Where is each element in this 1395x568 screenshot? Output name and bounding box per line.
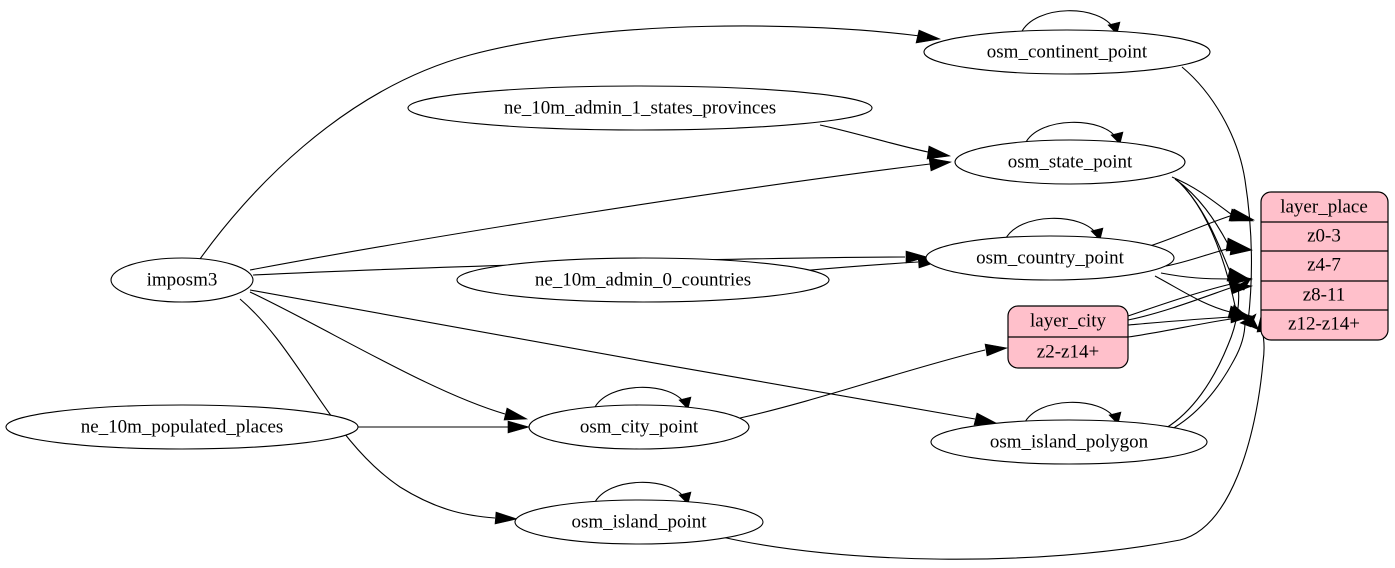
arrowhead-selfloop-state <box>1110 131 1124 145</box>
arrowhead-imposm3-state <box>928 157 953 172</box>
node-osm-island-point-shape[interactable] <box>514 499 764 545</box>
selfloop-osm-island-polygon <box>1023 401 1116 425</box>
arrowhead-country-z8 <box>1229 272 1254 286</box>
layer-place-row-z4-7[interactable]: z4-7 <box>1307 254 1341 275</box>
selfloop-osm-continent-point <box>1020 10 1115 34</box>
layer-place-title: layer_place <box>1280 196 1368 217</box>
edge-layer-city-to-layer-place-z8 <box>1127 287 1231 321</box>
edge-layer-city-title-to-layer-place-z12b <box>1127 318 1232 338</box>
node-osm-continent-point[interactable]: osm_continent_point <box>923 29 1211 75</box>
node-layer: imposm3 ne_10m_admin_1_states_provinces … <box>5 29 1389 545</box>
arrowhead-selfloop-island-point <box>678 491 692 505</box>
layer-place-row-z12-z14[interactable]: z12-z14+ <box>1288 313 1360 334</box>
node-osm-island-polygon-label: osm_island_polygon <box>990 431 1149 452</box>
arrowhead-imposm3-city <box>503 407 529 421</box>
edge-imposm3-to-osm-state-point <box>249 163 931 271</box>
node-osm-state-point-label: osm_state_point <box>1008 151 1133 172</box>
node-imposm3-label: imposm3 <box>147 269 218 290</box>
node-osm-island-polygon[interactable]: osm_island_polygon <box>930 419 1208 465</box>
edge-osm-country-to-layer-place-z0 <box>1149 214 1234 247</box>
node-ne-states-shape[interactable] <box>407 85 873 131</box>
node-ne-10m-populated-places[interactable]: ne_10m_populated_places <box>5 404 359 450</box>
selfloop-osm-city-point <box>593 386 686 410</box>
arrowhead-selfloop-country <box>1090 227 1104 241</box>
node-osm-country-point[interactable]: osm_country_point <box>925 235 1175 281</box>
node-osm-continent-point-label: osm_continent_point <box>987 41 1148 62</box>
node-osm-continent-point-shape[interactable] <box>923 29 1211 75</box>
node-osm-state-point[interactable]: osm_state_point <box>954 139 1186 185</box>
node-osm-country-point-label: osm_country_point <box>976 247 1124 268</box>
arrowhead-nepopulated-city <box>507 420 531 434</box>
selfloop-osm-island-point <box>593 481 686 505</box>
layer-place-row-z0-3[interactable]: z0-3 <box>1307 225 1341 246</box>
selfloop-osm-state-point <box>1024 121 1118 145</box>
edge-ne-states-to-osm-state-point <box>819 124 929 153</box>
node-osm-city-point-shape[interactable] <box>528 404 750 450</box>
edge-imposm3-to-osm-island-point <box>239 298 496 519</box>
node-osm-city-point-label: osm_city_point <box>580 416 699 437</box>
edge-osm-city-to-layer-city <box>739 349 986 419</box>
edge-osm-state-to-layer-place-z12 <box>1178 181 1237 311</box>
edge-imposm3-to-osm-continent-point <box>199 25 921 260</box>
node-layer-city[interactable]: layer_city z2-z14+ <box>1007 305 1129 369</box>
edge-osm-country-to-layer-place-z12 <box>1154 275 1231 313</box>
arrowhead-islandpoly-z12 <box>1239 313 1257 328</box>
arrowhead-imposm3-island-point <box>494 511 519 525</box>
layer-place-row-z8-11[interactable]: z8-11 <box>1303 284 1346 305</box>
arrowhead-country-z0 <box>1230 208 1256 222</box>
selfloop-osm-country-point <box>1004 217 1098 241</box>
node-ne-populated-label: ne_10m_populated_places <box>81 416 284 437</box>
arrowhead-country-z4 <box>1229 241 1254 256</box>
layer-city-row-z2-z14[interactable]: z2-z14+ <box>1037 341 1099 362</box>
node-ne-10m-admin-1-states-provinces[interactable]: ne_10m_admin_1_states_provinces <box>407 85 873 131</box>
node-osm-island-point-label: osm_island_point <box>571 511 707 532</box>
node-ne-populated-shape[interactable] <box>5 404 359 450</box>
edge-ne-countries-to-osm-country-point <box>799 261 919 272</box>
node-osm-state-point-shape[interactable] <box>954 139 1186 185</box>
node-osm-country-point-shape[interactable] <box>925 235 1175 281</box>
edge-layer <box>199 10 1268 560</box>
node-ne-countries-label: ne_10m_admin_0_countries <box>535 269 751 290</box>
arrowhead-imposm3-country <box>905 250 929 264</box>
arrowhead-imposm3-continent <box>915 29 942 44</box>
arrowhead-selfloop-city <box>678 396 692 410</box>
edge-osm-state-to-layer-place-z0 <box>1171 176 1233 216</box>
node-imposm3[interactable]: imposm3 <box>110 257 254 303</box>
edge-osm-island-point-to-layer-place-z12 <box>721 329 1265 560</box>
node-osm-island-polygon-shape[interactable] <box>930 419 1208 465</box>
node-osm-island-point[interactable]: osm_island_point <box>514 499 764 545</box>
node-layer-place[interactable]: layer_place z0-3 z4-7 z8-11 z12-z14+ <box>1260 191 1389 341</box>
edge-imposm3-to-osm-island-polygon <box>249 289 976 420</box>
edge-osm-island-polygon-to-layer-place-z8 <box>1165 285 1240 429</box>
node-osm-city-point[interactable]: osm_city_point <box>528 404 750 450</box>
node-imposm3-shape[interactable] <box>110 257 254 303</box>
edge-layer-city-title-to-layer-place-z8b <box>1127 283 1232 317</box>
layer-place-box[interactable] <box>1260 191 1389 341</box>
arrowhead-islandpoly-z8 <box>1232 277 1252 291</box>
arrowhead-city-layercity <box>984 343 1009 357</box>
node-ne-10m-admin-0-countries[interactable]: ne_10m_admin_0_countries <box>456 257 830 303</box>
edge-imposm3-to-osm-city-point <box>249 291 506 415</box>
arrowhead-nestates-state <box>926 145 952 160</box>
node-ne-states-label: ne_10m_admin_1_states_provinces <box>504 97 776 118</box>
edge-osm-island-polygon-to-layer-place-z12 <box>1169 321 1246 431</box>
edge-osm-country-to-layer-place-z4 <box>1165 247 1232 267</box>
edge-osm-country-to-layer-place-z8 <box>1160 272 1231 280</box>
edge-layer-city-to-layer-place-z12 <box>1127 316 1232 326</box>
node-ne-countries-shape[interactable] <box>456 257 830 303</box>
layer-city-title: layer_city <box>1030 310 1106 331</box>
